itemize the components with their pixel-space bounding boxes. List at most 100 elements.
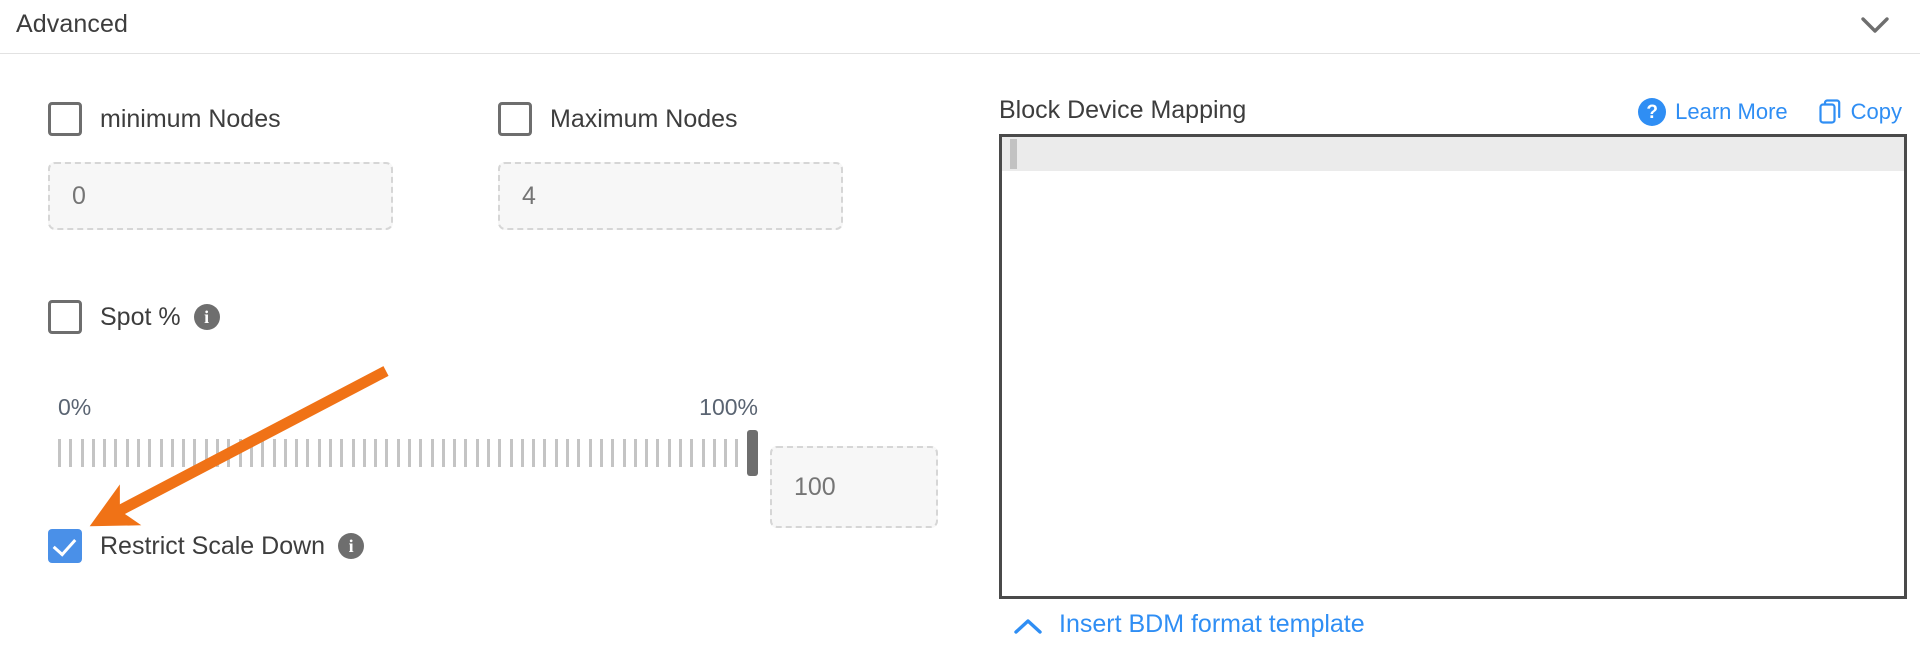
bdm-actions: ? Learn More Copy xyxy=(1638,98,1902,126)
question-circle-icon: ? xyxy=(1638,98,1667,126)
slider-tick xyxy=(385,439,389,467)
slider-tick xyxy=(464,439,468,467)
slider-tick xyxy=(351,439,355,467)
min-nodes-input[interactable] xyxy=(48,162,393,230)
spot-percent-label: Spot % xyxy=(100,302,181,331)
slider-tick xyxy=(204,439,208,467)
slider-tick xyxy=(362,439,366,467)
slider-tick xyxy=(91,439,95,467)
spot-percent-slider[interactable] xyxy=(58,430,758,476)
editor-active-line xyxy=(1002,137,1904,171)
slider-tick xyxy=(430,439,434,467)
slider-tick xyxy=(509,439,513,467)
slider-tick xyxy=(566,439,570,467)
block-device-mapping-panel: Block Device Mapping ? Learn More Copy xyxy=(995,54,1920,656)
slider-tick xyxy=(295,439,299,467)
slider-tick xyxy=(317,439,321,467)
slider-tick xyxy=(419,439,423,467)
slider-tick xyxy=(453,439,457,467)
slider-tick xyxy=(498,439,502,467)
block-device-mapping-title: Block Device Mapping xyxy=(999,96,1247,124)
max-nodes-label: Maximum Nodes xyxy=(550,104,738,133)
slider-tick xyxy=(532,439,536,467)
spot-percent-value-input[interactable] xyxy=(770,446,938,528)
max-nodes-checkbox[interactable] xyxy=(498,102,532,136)
slider-tick xyxy=(543,439,547,467)
slider-tick xyxy=(328,439,332,467)
slider-tick xyxy=(148,439,152,467)
slider-tick xyxy=(159,439,163,467)
restrict-scale-down-row: Restrict Scale Down i xyxy=(48,529,365,563)
slider-tick xyxy=(182,439,186,467)
slider-tick xyxy=(193,439,197,467)
max-nodes-input[interactable] xyxy=(498,162,843,230)
slider-tick xyxy=(114,439,118,467)
slider-tick xyxy=(306,439,310,467)
slider-tick xyxy=(712,439,716,467)
section-header: Advanced xyxy=(0,0,1920,54)
copy-button[interactable]: Copy xyxy=(1818,99,1902,125)
slider-tick xyxy=(216,439,220,467)
slider-min-label: 0% xyxy=(58,394,92,420)
restrict-scale-down-checkbox[interactable] xyxy=(48,529,82,563)
slider-tick xyxy=(633,439,637,467)
restrict-scale-down-label: Restrict Scale Down xyxy=(100,531,326,560)
slider-tick xyxy=(261,439,265,467)
learn-more-link[interactable]: ? Learn More xyxy=(1638,98,1788,126)
slider-tick xyxy=(408,439,411,467)
slider-tick xyxy=(125,439,129,467)
slider-tick xyxy=(238,439,242,467)
page-title: Advanced xyxy=(16,10,128,38)
slider-tick xyxy=(272,439,276,467)
slider-tick xyxy=(69,439,73,467)
slider-tick xyxy=(724,439,728,467)
slider-tick xyxy=(678,439,682,467)
slider-tick xyxy=(58,439,61,467)
slider-thumb[interactable] xyxy=(747,430,758,476)
min-nodes-label: minimum Nodes xyxy=(100,104,281,133)
slider-tick xyxy=(441,439,445,467)
slider-tick xyxy=(340,439,344,467)
chevron-down-icon[interactable] xyxy=(1858,12,1892,38)
slider-tick xyxy=(588,439,592,467)
slider-tick xyxy=(656,439,660,467)
spot-percent-checkbox[interactable] xyxy=(48,300,82,334)
slider-tick xyxy=(487,439,491,467)
slider-tick xyxy=(170,439,174,467)
slider-tick xyxy=(103,439,107,467)
slider-tick xyxy=(622,439,626,467)
max-nodes-row: Maximum Nodes xyxy=(498,102,738,136)
slider-max-label: 100% xyxy=(699,394,758,420)
learn-more-label: Learn More xyxy=(1675,99,1788,124)
left-settings-column: minimum Nodes Maximum Nodes Spot % i 0% … xyxy=(0,54,980,656)
slider-tick xyxy=(554,439,558,467)
slider-tick xyxy=(80,439,84,467)
spot-percent-slider-group: 0% 100% xyxy=(58,394,758,504)
slider-tick xyxy=(701,439,705,467)
chevron-up-icon xyxy=(1013,615,1043,635)
slider-tick xyxy=(227,439,231,467)
copy-icon xyxy=(1818,99,1842,125)
insert-bdm-template-label: Insert BDM format template xyxy=(1059,610,1365,638)
min-nodes-checkbox[interactable] xyxy=(48,102,82,136)
slider-tick xyxy=(374,439,378,467)
slider-tick xyxy=(475,439,479,467)
slider-tick xyxy=(667,439,671,467)
block-device-mapping-editor[interactable] xyxy=(999,134,1907,599)
slider-tick xyxy=(735,439,739,467)
min-nodes-row: minimum Nodes xyxy=(48,102,281,136)
insert-bdm-template-link[interactable]: Insert BDM format template xyxy=(1013,610,1365,639)
slider-tick xyxy=(283,439,287,467)
slider-tick xyxy=(690,439,694,467)
slider-tick xyxy=(611,439,615,467)
info-icon[interactable]: i xyxy=(338,533,365,559)
slider-tick xyxy=(249,439,253,467)
slider-tick xyxy=(577,439,581,467)
slider-tick xyxy=(520,439,524,467)
info-icon[interactable]: i xyxy=(193,304,220,330)
spot-percent-row: Spot % i xyxy=(48,300,220,334)
slider-tick xyxy=(645,439,649,467)
editor-gutter-marker xyxy=(1010,139,1017,169)
copy-label: Copy xyxy=(1850,99,1902,124)
